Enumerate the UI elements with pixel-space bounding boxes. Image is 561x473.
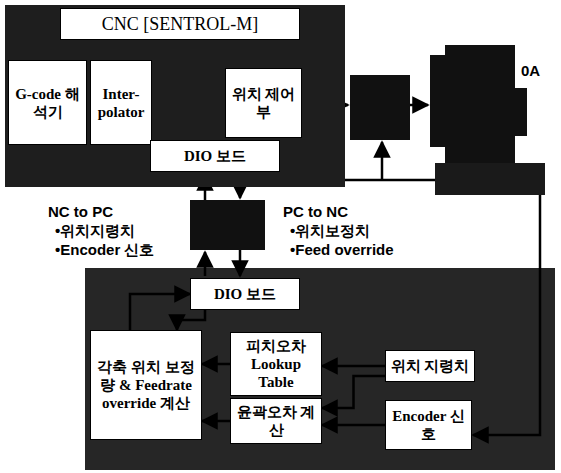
flow-arrow <box>322 424 385 427</box>
data-box: 위치 지령치 <box>385 350 475 382</box>
process-box: 윤곽오차 계산 <box>230 398 322 444</box>
signal-arrow <box>381 142 384 180</box>
encoder-arrow <box>473 195 540 435</box>
encoder-block <box>435 163 545 195</box>
box-label: G-code 해석기 <box>12 85 83 121</box>
flow-arrow <box>202 420 230 423</box>
process-box: 위치 제어부 <box>225 68 302 138</box>
process-box: 피치오차 Lookup Table <box>230 332 322 396</box>
signal-label: •위치보정치 <box>290 222 370 240</box>
signal-label: •위치지령치 <box>55 222 135 240</box>
process-box: G-code 해석기 <box>8 60 87 145</box>
flow-arrow <box>322 376 385 408</box>
pc-panel <box>85 268 555 470</box>
flow-arrow <box>130 294 190 330</box>
motor-flange <box>430 55 446 147</box>
process-box: Inter-polator <box>90 60 152 145</box>
box-label: DIO 보드 <box>184 147 246 165</box>
box-label: Encoder 신호 <box>389 407 468 443</box>
panel-title: CNC [SENTROL-M] <box>60 8 300 40</box>
box-label: 위치 제어부 <box>229 85 298 121</box>
signal-label: •Encoder 신호 <box>55 241 154 259</box>
board-box: DIO 보드 <box>190 278 300 310</box>
box-label: DIO 보드 <box>214 285 276 303</box>
servo-amp <box>350 75 410 140</box>
flow-arrow <box>322 365 385 368</box>
flow-arrow <box>202 363 230 366</box>
signal-arrow <box>410 104 428 107</box>
motor-shaft <box>515 88 527 136</box>
box-label: 피치오차 Lookup Table <box>234 337 318 391</box>
motor-body <box>445 45 515 165</box>
motor-label: 0A <box>521 62 540 80</box>
box-label: 윤곽오차 계산 <box>234 403 318 439</box>
bus-arrow <box>204 252 207 276</box>
signal-label: NC to PC <box>48 203 113 221</box>
board-box: DIO 보드 <box>150 140 280 172</box>
flow-arrow <box>177 310 205 330</box>
interface-box <box>190 200 265 250</box>
signal-label: PC to NC <box>283 203 348 221</box>
box-label: 위치 지령치 <box>391 357 470 375</box>
bus-arrow <box>239 250 242 276</box>
box-label: Inter-polator <box>94 85 148 121</box>
signal-label: •Feed override <box>290 241 394 259</box>
box-label: 각축 위치 보정량 & Feedrate override 계산 <box>94 358 198 412</box>
process-box: 각축 위치 보정량 & Feedrate override 계산 <box>90 330 202 440</box>
data-box: Encoder 신호 <box>385 400 472 450</box>
cnc-panel: CNC [SENTROL-M] G-code 해석기 Inter-polator 위치… <box>5 5 345 187</box>
